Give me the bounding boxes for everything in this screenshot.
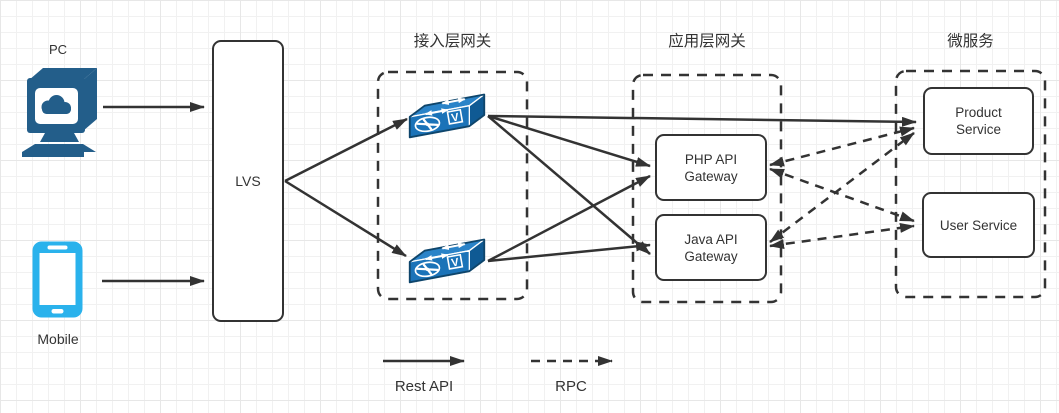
edge-java-user (769, 222, 915, 250)
product-service-label-line1: Product (955, 105, 1002, 120)
edge-switch1-product (487, 114, 917, 127)
product-service-label-line2: Service (955, 122, 1001, 137)
mobile-label: Mobile (37, 331, 79, 347)
php-api-gateway-node: PHP API Gateway (655, 134, 767, 201)
edge-switch2-java (487, 241, 651, 263)
lvs-node: LVS (212, 40, 284, 322)
php-gateway-label-line1: PHP API (684, 151, 738, 167)
java-gateway-label-line1: Java API (684, 231, 738, 247)
java-api-gateway-node: Java API Gateway (655, 214, 767, 281)
access-switch-1-icon (410, 95, 484, 138)
rpc-edges (769, 126, 915, 250)
section-title-microservices: 微服务 (947, 33, 994, 50)
edge-lvs-switch1 (284, 117, 408, 183)
access-layer-frame (376, 70, 529, 301)
rest-api-edges (102, 102, 917, 286)
section-title-application-gateway: 应用层网关 (668, 33, 746, 50)
edge-lvs-switch2 (284, 179, 407, 258)
edge-php-product (769, 126, 915, 167)
product-service-node: Product Service (923, 87, 1034, 155)
application-layer-frame (631, 73, 783, 304)
pc-icon (22, 68, 97, 157)
user-service-node: User Service (922, 192, 1035, 258)
user-service-label: User Service (939, 217, 1018, 233)
php-gateway-label-line2: Gateway (684, 168, 738, 184)
mobile-icon (32, 241, 83, 318)
legend-rpc-label: RPC (555, 378, 587, 395)
section-title-access-gateway: 接入层网关 (413, 33, 492, 50)
access-switch-2-icon (410, 240, 484, 283)
java-gateway-label-line2: Gateway (684, 248, 738, 264)
edge-switch1-php (487, 114, 651, 168)
legend-rest-api-label: Rest API (394, 378, 454, 395)
edge-switch1-java (487, 115, 651, 255)
edge-php-user (769, 167, 915, 223)
pc-label: PC (48, 42, 68, 57)
edge-switch2-php (487, 174, 651, 263)
cloud-glyph (41, 95, 71, 114)
lvs-label: LVS (235, 172, 261, 189)
edge-java-product (769, 132, 915, 243)
